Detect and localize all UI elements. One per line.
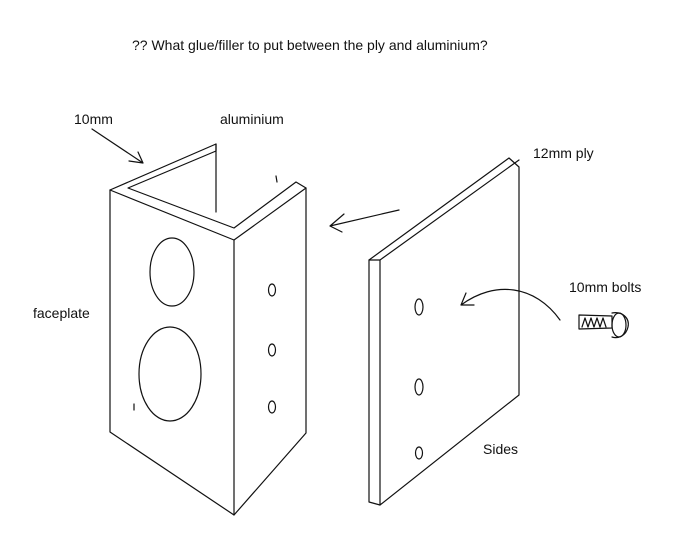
assembly-arrow	[329, 209, 400, 233]
bolt-head-outer	[611, 312, 629, 339]
thickness-arrow	[91, 128, 144, 164]
side-bolt-hole-3	[267, 400, 277, 414]
ply-bolt-hole-1	[414, 298, 424, 316]
thickness-label: 10mm	[74, 111, 113, 127]
bolt-icon	[578, 312, 629, 339]
side-bolt-hole-1	[267, 283, 277, 297]
bolt-thread	[581, 317, 607, 328]
ply-panel	[368, 157, 520, 506]
faceplate-tweeter-hole	[149, 237, 195, 307]
speaker-cabinet	[109, 143, 307, 516]
faceplate-woofer-hole	[138, 326, 202, 422]
ply-bolt-hole-2	[414, 378, 424, 396]
aluminium-channel	[109, 143, 307, 241]
side-bolt-hole-2	[267, 343, 277, 357]
ply-bolt-hole-3	[414, 446, 424, 460]
ply-edge	[368, 159, 520, 506]
ply-front-face	[368, 157, 520, 506]
question-text: ?? What glue/filler to put between the p…	[132, 37, 488, 53]
cabinet-outline	[109, 187, 307, 516]
top-tick-mark	[275, 175, 278, 183]
ply-label: 12mm ply	[533, 145, 594, 161]
sides-label: Sides	[483, 441, 519, 457]
bolt-head	[611, 312, 627, 338]
faceplate-label: faceplate	[33, 305, 90, 321]
bolts-label: 10mm bolts	[569, 279, 642, 295]
aluminium-label: aluminium	[220, 111, 284, 127]
bolt-arrow	[460, 288, 561, 321]
